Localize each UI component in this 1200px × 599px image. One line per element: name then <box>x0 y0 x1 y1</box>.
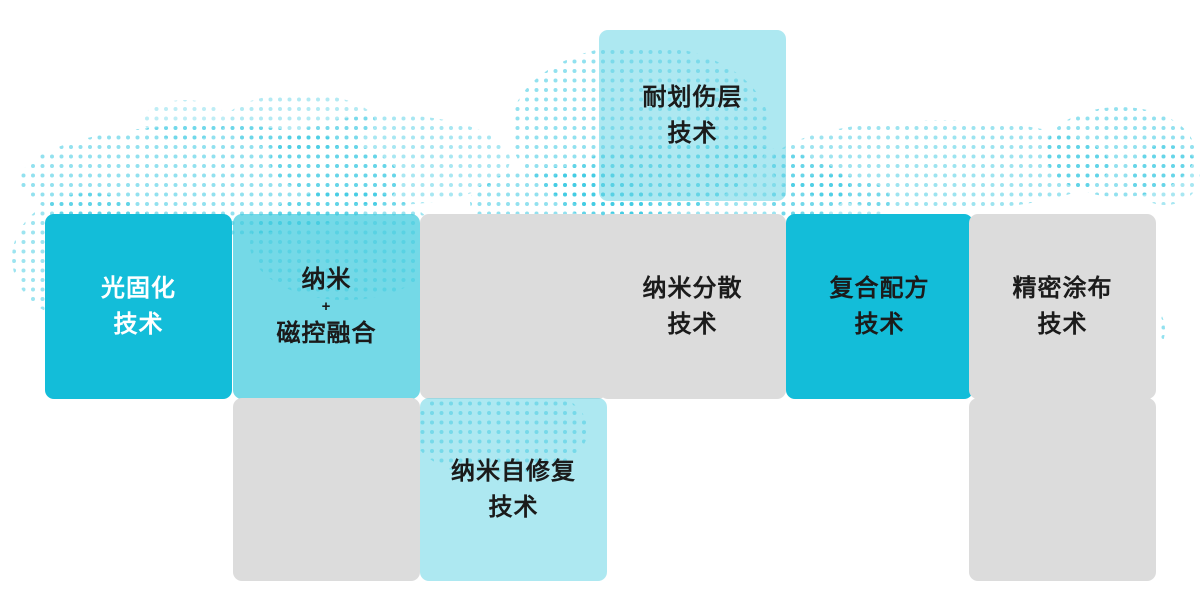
tile-empty-1 <box>420 214 607 399</box>
tile-scratch-resistant: 耐划伤层 技术 <box>599 30 786 201</box>
tile-label-line: 耐划伤层 <box>642 83 743 111</box>
tile-label-line: 技术 <box>854 310 905 338</box>
tile-scratch-resistant-label: 耐划伤层 技术 <box>643 80 743 152</box>
tile-precision-coating: 精密涂布 技术 <box>969 214 1156 399</box>
tile-uv-curing: 光固化 技术 <box>45 214 232 399</box>
tile-label-line: 纳米自修复 <box>451 457 576 485</box>
tile-label-line: 纳米分散 <box>642 274 743 302</box>
tile-nano-magnetron-fusion-label: 纳米 + 磁控融合 <box>277 262 377 352</box>
tile-composite-formula-label: 复合配方 技术 <box>830 271 930 343</box>
tile-label-line: 纳米 <box>301 265 352 293</box>
tile-label-line: 技术 <box>488 493 539 521</box>
tile-label-line: 复合配方 <box>829 274 930 302</box>
tile-label-line: 磁控融合 <box>276 319 377 347</box>
tile-label-line: 技术 <box>113 310 164 338</box>
plus-sign: + <box>321 297 332 315</box>
tile-precision-coating-label: 精密涂布 技术 <box>1013 271 1113 343</box>
tile-label-line: 技术 <box>667 119 718 147</box>
tile-empty-3 <box>969 398 1156 581</box>
tile-label-line: 技术 <box>667 310 718 338</box>
tile-empty-2 <box>233 398 420 581</box>
tile-label-line: 技术 <box>1037 310 1088 338</box>
tile-nano-self-healing: 纳米自修复 技术 <box>420 398 607 581</box>
tile-label-line: 精密涂布 <box>1012 274 1113 302</box>
tile-label-line: 光固化 <box>101 274 176 302</box>
tile-composite-formula: 复合配方 技术 <box>786 214 973 399</box>
tile-nano-self-healing-label: 纳米自修复 技术 <box>451 454 576 526</box>
tile-nano-magnetron-fusion: 纳米 + 磁控融合 <box>233 214 420 399</box>
tile-nano-dispersion-label: 纳米分散 技术 <box>643 271 743 343</box>
tile-uv-curing-label: 光固化 技术 <box>101 271 176 343</box>
tile-nano-dispersion: 纳米分散 技术 <box>599 214 786 399</box>
